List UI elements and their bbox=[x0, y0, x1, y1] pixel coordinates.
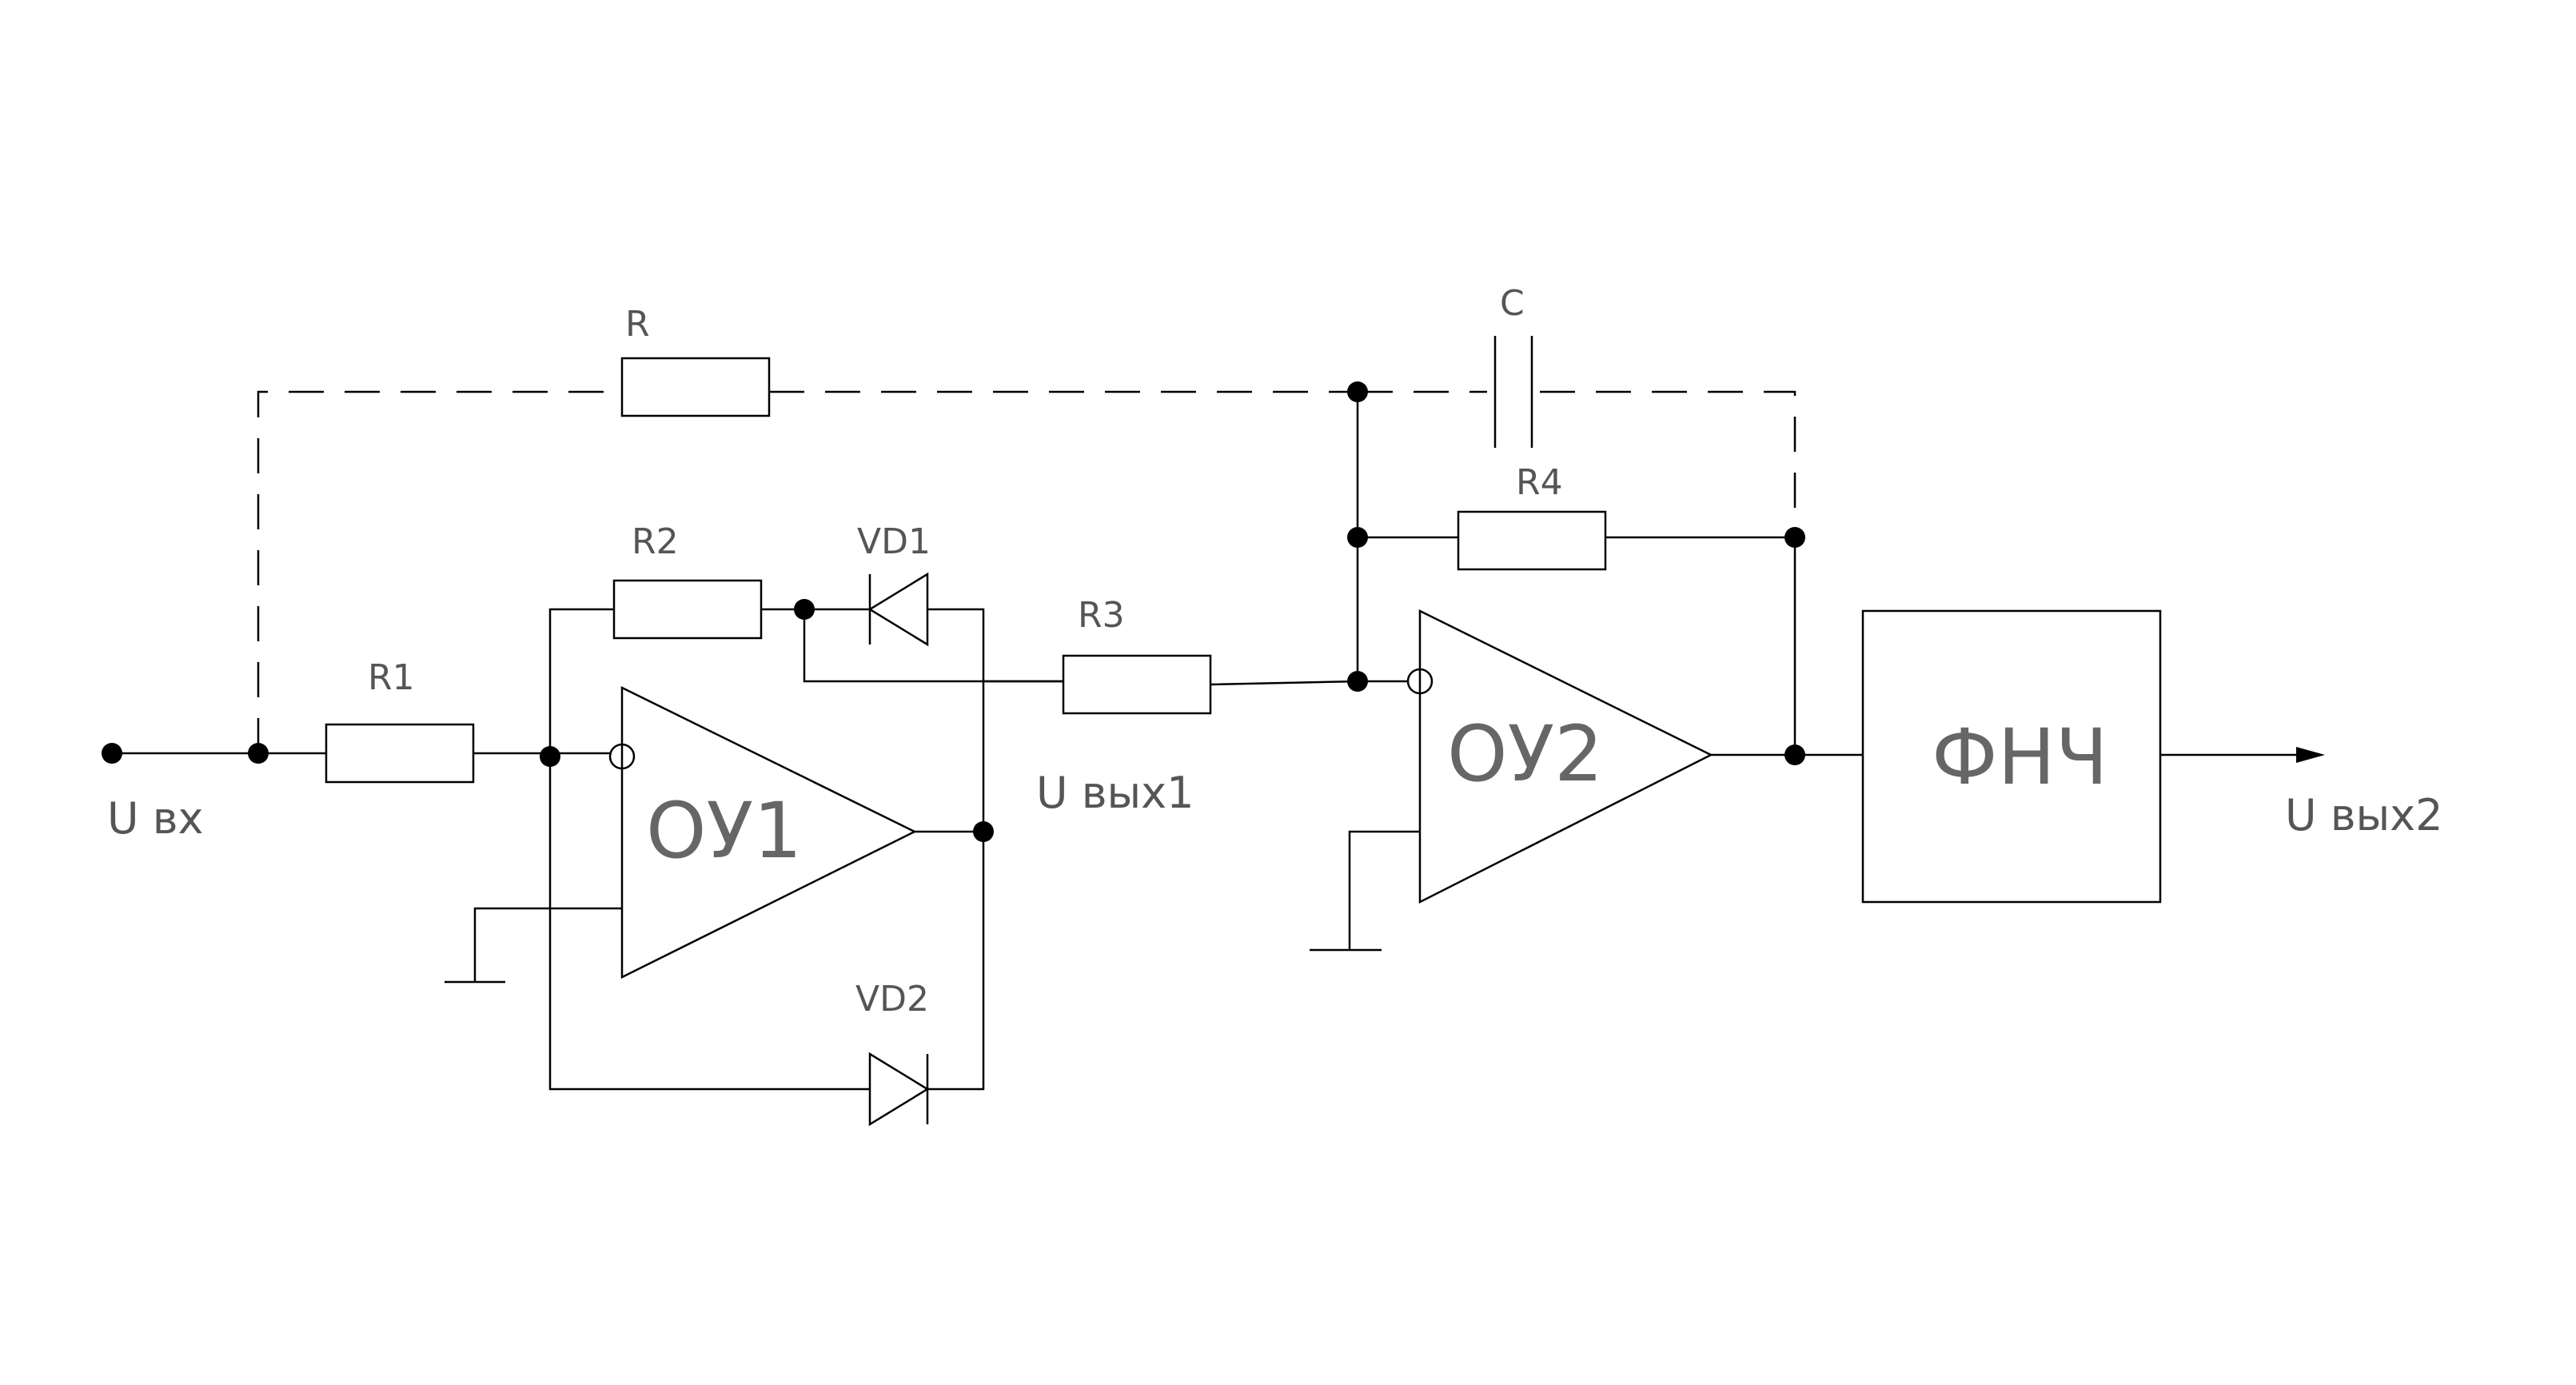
label-vd2: VD2 bbox=[855, 979, 929, 1020]
label-ou2: ОУ2 bbox=[1447, 709, 1603, 799]
junction-dot bbox=[540, 746, 560, 767]
output-arrow bbox=[2160, 747, 2325, 763]
junction-dots bbox=[102, 381, 1805, 842]
label-vd1: VD1 bbox=[857, 521, 931, 562]
resistor-r4 bbox=[1457, 510, 1607, 571]
label-r2: R2 bbox=[632, 521, 679, 562]
label-filter: ФНЧ bbox=[1932, 712, 2108, 802]
label-r4: R4 bbox=[1516, 462, 1563, 503]
label-u-vyh1: U вых1 bbox=[1036, 768, 1194, 818]
filter-block bbox=[1861, 609, 2162, 904]
resistor-r bbox=[620, 357, 771, 417]
junction-dot bbox=[1347, 527, 1368, 548]
junction-dot bbox=[1784, 744, 1805, 765]
junction-dot bbox=[1347, 381, 1368, 402]
junction-dot bbox=[973, 821, 994, 842]
label-c: C bbox=[1500, 283, 1525, 324]
label-r1: R1 bbox=[368, 657, 415, 698]
junction-dot bbox=[794, 599, 815, 620]
op-amp-ou1 bbox=[608, 685, 983, 980]
resistor-r1 bbox=[325, 723, 475, 784]
ground-ou1 bbox=[445, 907, 622, 984]
resistor-r2 bbox=[612, 579, 763, 640]
label-u-vyh2: U вых2 bbox=[2285, 790, 2442, 840]
label-u-vh: U вх bbox=[107, 793, 203, 844]
junction-dot bbox=[1784, 527, 1805, 548]
ou1-feedback-wires bbox=[548, 608, 1063, 1091]
label-r3: R3 bbox=[1078, 595, 1125, 636]
ground-ou2 bbox=[1310, 830, 1420, 952]
wire-r3-ou2 bbox=[1210, 680, 1409, 686]
diode-vd1 bbox=[867, 572, 929, 647]
junction-dot bbox=[1347, 671, 1368, 692]
label-r: R bbox=[625, 304, 650, 345]
label-ou1: ОУ1 bbox=[646, 786, 802, 876]
diode-vd2 bbox=[868, 1052, 930, 1127]
junction-dot bbox=[248, 743, 269, 764]
dashed-feedback-path bbox=[257, 390, 1796, 753]
capacitor-c bbox=[1493, 336, 1533, 448]
resistor-r3 bbox=[1062, 654, 1212, 715]
ou2-feedback-wires bbox=[1356, 392, 1796, 755]
junction-dot bbox=[102, 743, 122, 764]
